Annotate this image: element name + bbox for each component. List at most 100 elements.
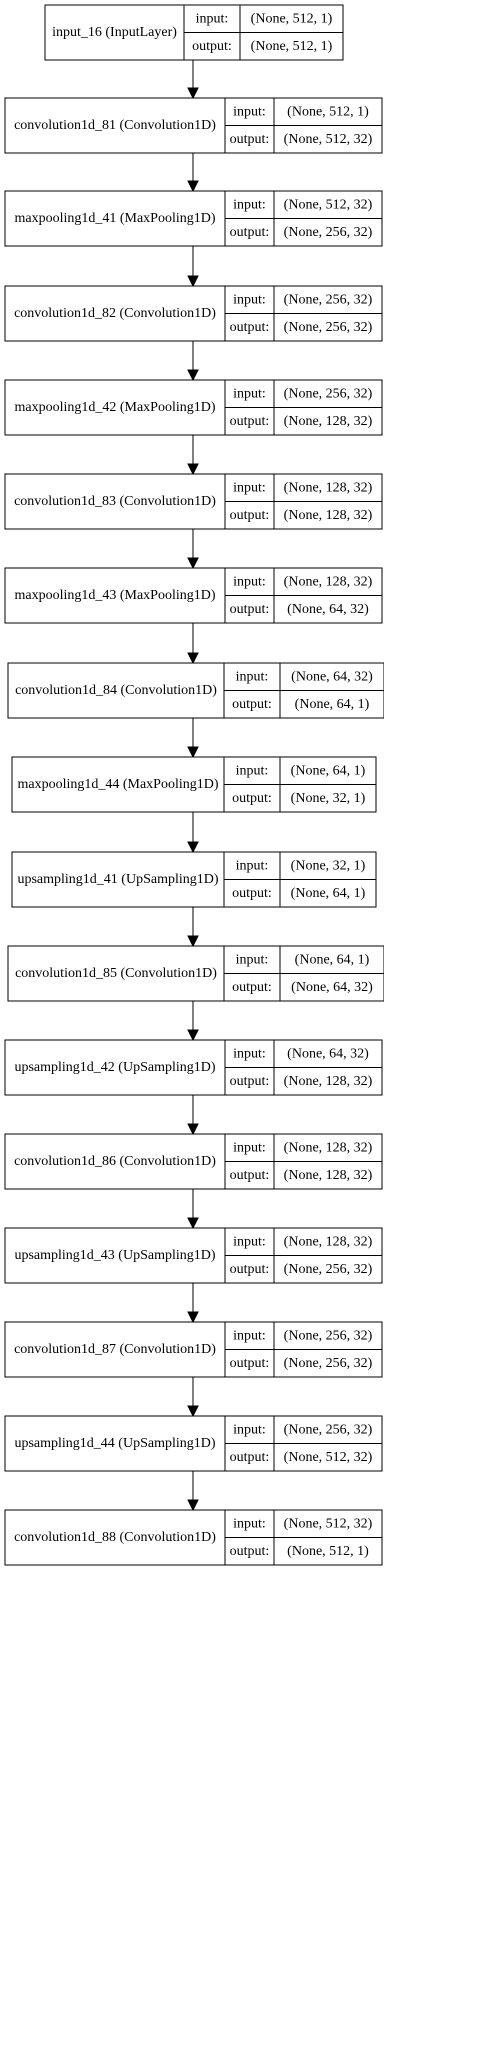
output-shape: (None, 64, 1) <box>291 886 366 901</box>
edge-arrow <box>187 907 199 948</box>
layer-name: input_16 (InputLayer) <box>52 25 177 40</box>
layer-node: maxpooling1d_44 (MaxPooling1D) input: outp… <box>11 756 377 813</box>
edge-arrow <box>187 529 199 570</box>
input-label: input: <box>233 292 266 307</box>
edge-arrow <box>187 1001 199 1042</box>
edge-arrow <box>187 623 199 665</box>
input-label: input: <box>236 952 269 967</box>
output-label: output: <box>192 39 232 54</box>
output-shape: (None, 64, 1) <box>295 697 370 712</box>
layer-name: convolution1d_88 (Convolution1D) <box>14 1530 216 1545</box>
layer-node: convolution1d_86 (Convolution1D)input:ou… <box>4 1133 383 1190</box>
edge-arrow <box>187 1471 199 1512</box>
output-label: output: <box>230 132 270 147</box>
arrowhead <box>187 275 199 288</box>
input-label: input: <box>233 104 266 119</box>
edge-arrow <box>187 1095 199 1136</box>
arrowhead <box>187 1311 199 1324</box>
output-shape: (None, 128, 32) <box>284 1074 373 1089</box>
layer-node: convolution1d_85 (Convolution1D)input:ou… <box>7 945 384 1002</box>
output-label: output: <box>232 697 272 712</box>
input-label: input: <box>233 1234 266 1249</box>
arrowhead <box>187 841 199 854</box>
output-shape: (None, 128, 32) <box>284 1168 373 1183</box>
output-label: output: <box>230 320 270 335</box>
layer-name: convolution1d_82 (Convolution1D) <box>14 306 216 321</box>
input-shape: (None, 32, 1) <box>291 858 366 873</box>
layer-node: convolution1d_87 (Convolution1D)input:ou… <box>4 1321 383 1378</box>
layer-node: maxpooling1d_41 (MaxPooling1D)input:outp… <box>4 190 383 247</box>
layer-node: upsampling1d_42 (UpSampling1D)input:outp… <box>4 1039 383 1096</box>
output-label: output: <box>230 1356 270 1371</box>
layer-name: convolution1d_86 (Convolution1D) <box>14 1154 216 1169</box>
output-shape: (None, 32, 1) <box>291 791 366 806</box>
arrowhead <box>187 180 199 193</box>
edge-arrow <box>187 341 199 382</box>
arrowhead <box>187 1123 199 1136</box>
input-label: input: <box>196 11 229 26</box>
input-shape: (None, 128, 32) <box>284 1234 373 1249</box>
layer-name: upsampling1d_43 (UpSampling1D) <box>14 1248 215 1263</box>
output-label: output: <box>230 1450 270 1465</box>
input-shape: (None, 64, 32) <box>291 669 373 684</box>
edge-arrow <box>187 812 199 854</box>
layer-name: upsampling1d_41 (UpSampling1D) <box>17 872 218 887</box>
arrowhead <box>187 87 199 100</box>
arrowhead <box>187 557 199 570</box>
edges <box>187 60 199 1512</box>
layer-name: maxpooling1d_43 (MaxPooling1D) <box>14 588 215 603</box>
edge-arrow <box>187 1377 199 1418</box>
layer-node: convolution1d_88 (Convolution1D) input: ou… <box>4 1509 383 1566</box>
input-shape: (None, 512, 32) <box>284 1516 373 1531</box>
input-shape: (None, 128, 32) <box>284 574 373 589</box>
output-shape: (None, 64, 32) <box>287 602 369 617</box>
input-shape: (None, 128, 32) <box>284 1140 373 1155</box>
layer-node: convolution1d_81 (Convolution1D) input: ou… <box>4 97 383 154</box>
input-shape: (None, 256, 32) <box>284 1328 373 1343</box>
layer-node: upsampling1d_43 (UpSampling1D)input:outp… <box>4 1227 383 1284</box>
layer-name: maxpooling1d_44 (MaxPooling1D) <box>17 777 218 792</box>
input-shape: (None, 64, 1) <box>295 952 370 967</box>
output-label: output: <box>232 791 272 806</box>
arrowhead <box>187 463 199 476</box>
output-shape: (None, 256, 32) <box>284 1356 373 1371</box>
input-label: input: <box>233 480 266 495</box>
input-label: input: <box>233 1328 266 1343</box>
output-label: output: <box>230 1544 270 1559</box>
layer-name: maxpooling1d_41 (MaxPooling1D) <box>14 211 215 226</box>
output-shape: (None, 512, 32) <box>284 1450 373 1465</box>
layer-name: upsampling1d_42 (UpSampling1D) <box>14 1060 215 1075</box>
output-label: output: <box>232 886 272 901</box>
layer-name: upsampling1d_44 (UpSampling1D) <box>14 1436 215 1451</box>
output-label: output: <box>232 980 272 995</box>
arrowhead <box>187 1029 199 1042</box>
output-shape: (None, 256, 32) <box>284 225 373 240</box>
layer-box <box>7 662 384 719</box>
output-label: output: <box>230 1168 270 1183</box>
input-label: input: <box>233 197 266 212</box>
arrowhead <box>187 1499 199 1512</box>
edge-arrow <box>187 435 199 476</box>
input-shape: (None, 256, 32) <box>284 1422 373 1437</box>
edge-arrow <box>187 1189 199 1230</box>
output-shape: (None, 256, 32) <box>284 1262 373 1277</box>
input-label: input: <box>233 1046 266 1061</box>
output-shape: (None, 64, 32) <box>291 980 373 995</box>
layer-node: maxpooling1d_43 (MaxPooling1D)input:outp… <box>4 567 383 624</box>
input-shape: (None, 512, 1) <box>251 11 333 26</box>
input-label: input: <box>236 763 269 778</box>
output-label: output: <box>230 414 270 429</box>
input-shape: (None, 64, 32) <box>287 1046 369 1061</box>
edge-arrow <box>187 246 199 288</box>
input-label: input: <box>233 1516 266 1531</box>
arrowhead <box>187 746 199 759</box>
layer-name: convolution1d_81 (Convolution1D) <box>14 118 216 133</box>
layer-node: upsampling1d_41 (UpSampling1D)input:outp… <box>11 851 377 908</box>
arrowhead <box>187 652 199 665</box>
edge-arrow <box>187 60 199 100</box>
output-shape: (None, 512, 32) <box>284 132 373 147</box>
input-label: input: <box>233 386 266 401</box>
arrowhead <box>187 935 199 948</box>
layer-node: convolution1d_83 (Convolution1D)input:ou… <box>4 473 383 530</box>
output-shape: (None, 512, 1) <box>287 1544 369 1559</box>
